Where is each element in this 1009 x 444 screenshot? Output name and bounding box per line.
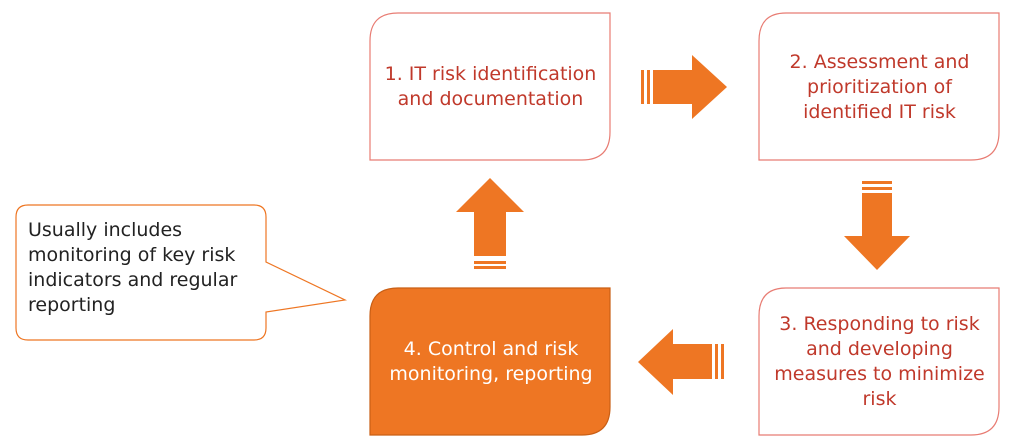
step-1-box	[369, 12, 611, 161]
step-2-label: 2. Assessment and prioritization of iden…	[789, 50, 970, 123]
step-4-label: 4. Control and risk monitoring, reportin…	[389, 338, 593, 385]
step-3-label: 3. Responding to risk and developing mea…	[774, 313, 985, 410]
step-4-box	[369, 287, 611, 436]
callout-bubble	[15, 204, 348, 341]
step-2-box	[758, 12, 1000, 161]
step-1-label: 1. IT risk identification and documentat…	[384, 63, 597, 110]
arrow-left	[638, 329, 724, 395]
arrow-up	[456, 178, 524, 269]
callout-text: Usually includes monitoring of key risk …	[28, 219, 238, 316]
step-3-box	[758, 287, 1000, 436]
arrow-right	[641, 55, 727, 119]
arrow-down	[844, 181, 910, 270]
